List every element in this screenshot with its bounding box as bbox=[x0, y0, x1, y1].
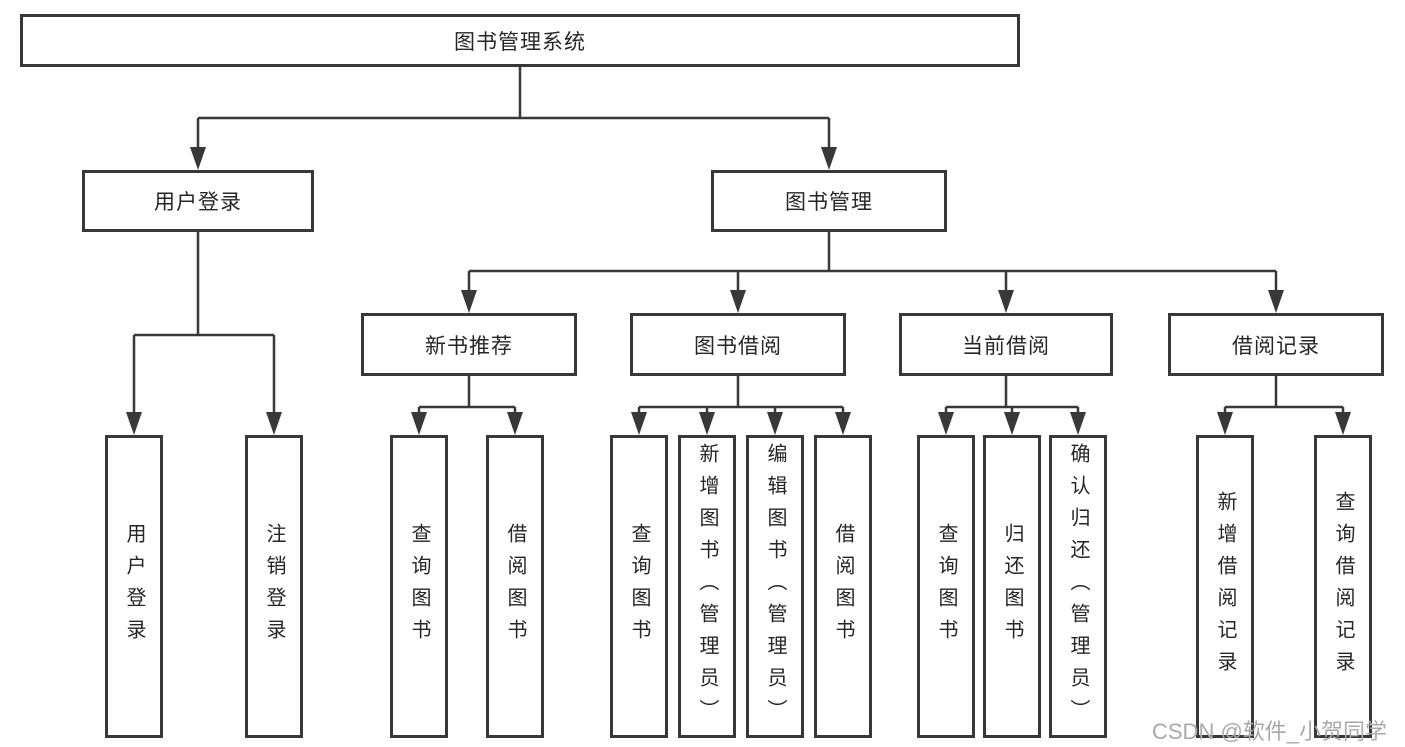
leaf-borrowing-edit-books-admin: 编辑图书（管理员） bbox=[746, 435, 804, 738]
leaf-borrowing-borrow-books-label: 借阅图书 bbox=[832, 522, 854, 651]
node-root-system: 图书管理系统 bbox=[20, 14, 1020, 67]
leaf-borrowing-edit-books-admin-label: 编辑图书（管理员） bbox=[764, 442, 786, 731]
leaf-logout-login-label: 注销登录 bbox=[263, 522, 285, 651]
connector-borrowing-records-children bbox=[1223, 376, 1345, 428]
node-current-borrowing-label: 当前借阅 bbox=[962, 334, 1050, 358]
leaf-borrowing-query-books: 查询图书 bbox=[610, 435, 668, 738]
leaf-user-login: 用户登录 bbox=[105, 435, 163, 738]
arrowhead-current-query bbox=[938, 412, 954, 435]
node-borrowing-records: 借阅记录 bbox=[1168, 313, 1384, 376]
leaf-borrowing-query-books-label: 查询图书 bbox=[628, 522, 650, 651]
leaf-records-query-record: 查询借阅记录 bbox=[1314, 435, 1372, 738]
arrowhead-user-login bbox=[190, 147, 206, 170]
node-new-book-recommendation: 新书推荐 bbox=[361, 313, 577, 376]
arrowhead-borrowing-query bbox=[631, 412, 647, 435]
arrowhead-current-confirm bbox=[1070, 412, 1086, 435]
arrowhead-records-query bbox=[1335, 412, 1351, 435]
node-book-management: 图书管理 bbox=[711, 170, 947, 232]
arrowhead-newbook-borrow bbox=[507, 412, 523, 435]
leaf-records-add-record: 新增借阅记录 bbox=[1196, 435, 1254, 738]
connector-root-to-level2 bbox=[196, 67, 831, 160]
leaf-current-confirm-return-admin: 确认归还（管理员） bbox=[1049, 435, 1107, 738]
node-borrowing-records-label: 借阅记录 bbox=[1232, 334, 1320, 358]
connector-user-login-children bbox=[132, 232, 276, 428]
node-new-book-recommendation-label: 新书推荐 bbox=[425, 334, 513, 358]
arrowhead-leaf-logout bbox=[266, 412, 282, 435]
node-book-management-label: 图书管理 bbox=[785, 191, 873, 214]
leaf-current-query-books-label: 查询图书 bbox=[935, 522, 957, 651]
csdn-watermark: CSDN @软件_小贺同学 bbox=[1152, 719, 1388, 744]
connector-new-book-children bbox=[417, 376, 517, 428]
arrowhead-borrowing-add bbox=[699, 412, 715, 435]
arrowhead-current-borrowing bbox=[998, 290, 1014, 313]
node-current-borrowing: 当前借阅 bbox=[899, 313, 1113, 376]
node-book-borrowing: 图书借阅 bbox=[630, 313, 846, 376]
leaf-user-login-label: 用户登录 bbox=[123, 522, 145, 651]
arrowhead-book-management bbox=[821, 147, 837, 170]
leaf-borrowing-add-books-admin: 新增图书（管理员） bbox=[678, 435, 736, 738]
arrowhead-borrowing-edit bbox=[767, 412, 783, 435]
leaf-newbook-borrow-books-label: 借阅图书 bbox=[504, 522, 526, 651]
node-root-system-label: 图书管理系统 bbox=[454, 30, 586, 54]
leaf-current-confirm-return-admin-label: 确认归还（管理员） bbox=[1067, 442, 1089, 731]
leaf-borrowing-add-books-admin-label: 新增图书（管理员） bbox=[696, 442, 718, 731]
arrowhead-leaf-user-login bbox=[126, 412, 142, 435]
arrowhead-book-borrowing bbox=[730, 290, 746, 313]
leaf-current-return-books: 归还图书 bbox=[983, 435, 1041, 738]
node-user-login: 用户登录 bbox=[82, 170, 314, 232]
arrowhead-borrowing-borrow bbox=[835, 412, 851, 435]
arrowhead-records-add bbox=[1217, 412, 1233, 435]
leaf-borrowing-borrow-books: 借阅图书 bbox=[814, 435, 872, 738]
leaf-records-query-record-label: 查询借阅记录 bbox=[1332, 490, 1354, 683]
leaf-newbook-query-books: 查询图书 bbox=[390, 435, 448, 738]
connector-book-management-children bbox=[467, 232, 1278, 305]
arrowhead-new-book-recommendation bbox=[461, 290, 477, 313]
leaf-newbook-borrow-books: 借阅图书 bbox=[486, 435, 544, 738]
node-book-borrowing-label: 图书借阅 bbox=[694, 334, 782, 358]
connector-book-borrowing-children bbox=[637, 376, 845, 428]
leaf-records-add-record-label: 新增借阅记录 bbox=[1214, 490, 1236, 683]
leaf-current-return-books-label: 归还图书 bbox=[1001, 522, 1023, 651]
arrowhead-borrowing-records bbox=[1268, 290, 1284, 313]
connector-current-borrowing-children bbox=[944, 376, 1080, 428]
arrowhead-current-return bbox=[1004, 412, 1020, 435]
node-user-login-label: 用户登录 bbox=[154, 191, 242, 214]
arrowhead-newbook-query bbox=[411, 412, 427, 435]
leaf-current-query-books: 查询图书 bbox=[917, 435, 975, 738]
leaf-newbook-query-books-label: 查询图书 bbox=[408, 522, 430, 651]
leaf-logout-login: 注销登录 bbox=[245, 435, 303, 738]
